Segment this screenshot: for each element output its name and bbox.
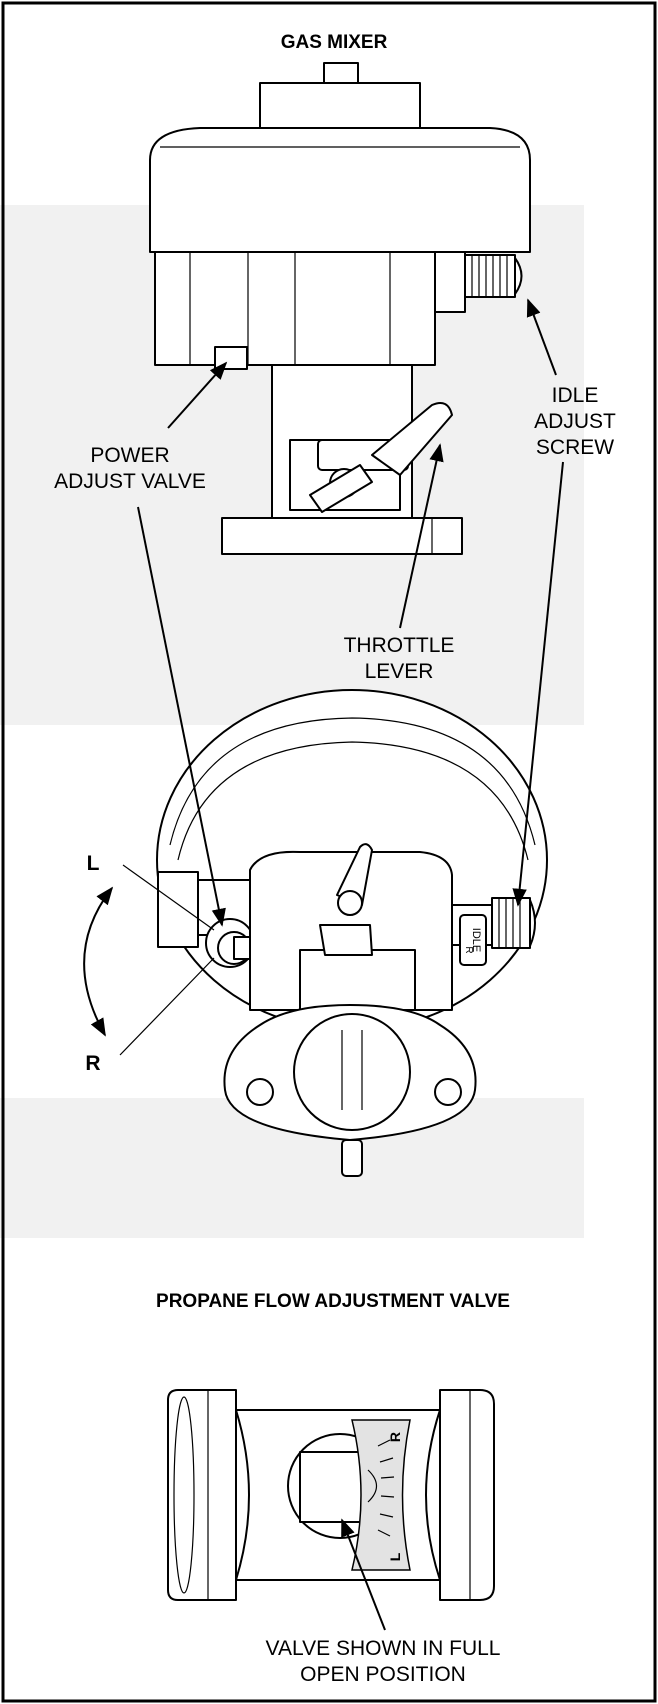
propane-valve-heading: PROPANE FLOW ADJUSTMENT VALVE [156, 1291, 510, 1312]
top-callout-leaders [167, 298, 557, 629]
idle-adjust-screw-label-1: IDLE [552, 384, 599, 407]
scale-mark-r: R [387, 1432, 403, 1442]
power-adjust-valve-label-1: POWER [90, 444, 169, 467]
power-adjust-valve-label-2: ADJUST VALVE [54, 470, 206, 493]
rotation-left-label: L [87, 852, 100, 875]
valve-position-label-2: OPEN POSITION [300, 1663, 466, 1686]
idle-tag: IDLE R [459, 914, 487, 966]
propane-flow-adjustment-valve [167, 1389, 495, 1601]
gas-mixer-heading: GAS MIXER [281, 32, 388, 53]
scale-mark-l: L [387, 1552, 403, 1561]
gas-mixer-front-view: IDLE R [156, 689, 548, 1177]
idle-adjust-screw-label-2: ADJUST [534, 410, 616, 433]
idle-tag-arrow-text: R [463, 946, 474, 953]
idle-adjust-screw [464, 254, 523, 298]
valve-position-label-1: VALVE SHOWN IN FULL [266, 1637, 501, 1660]
throttle-lever [309, 402, 453, 513]
gas-mixer-side-view [149, 62, 531, 555]
power-adjust-valve [214, 346, 248, 370]
rotation-right-label: R [85, 1052, 100, 1075]
front-callout-leaders [137, 461, 564, 927]
throttle-lever-front [319, 843, 373, 956]
throttle-lever-label-1: THROTTLE [344, 634, 455, 657]
rotation-indicator [83, 864, 215, 1056]
idle-tag-text: IDLE [470, 928, 482, 952]
valve-position-leader [341, 1518, 386, 1631]
throttle-lever-label-2: LEVER [365, 660, 434, 683]
idle-adjust-screw-label-3: SCREW [536, 436, 614, 459]
